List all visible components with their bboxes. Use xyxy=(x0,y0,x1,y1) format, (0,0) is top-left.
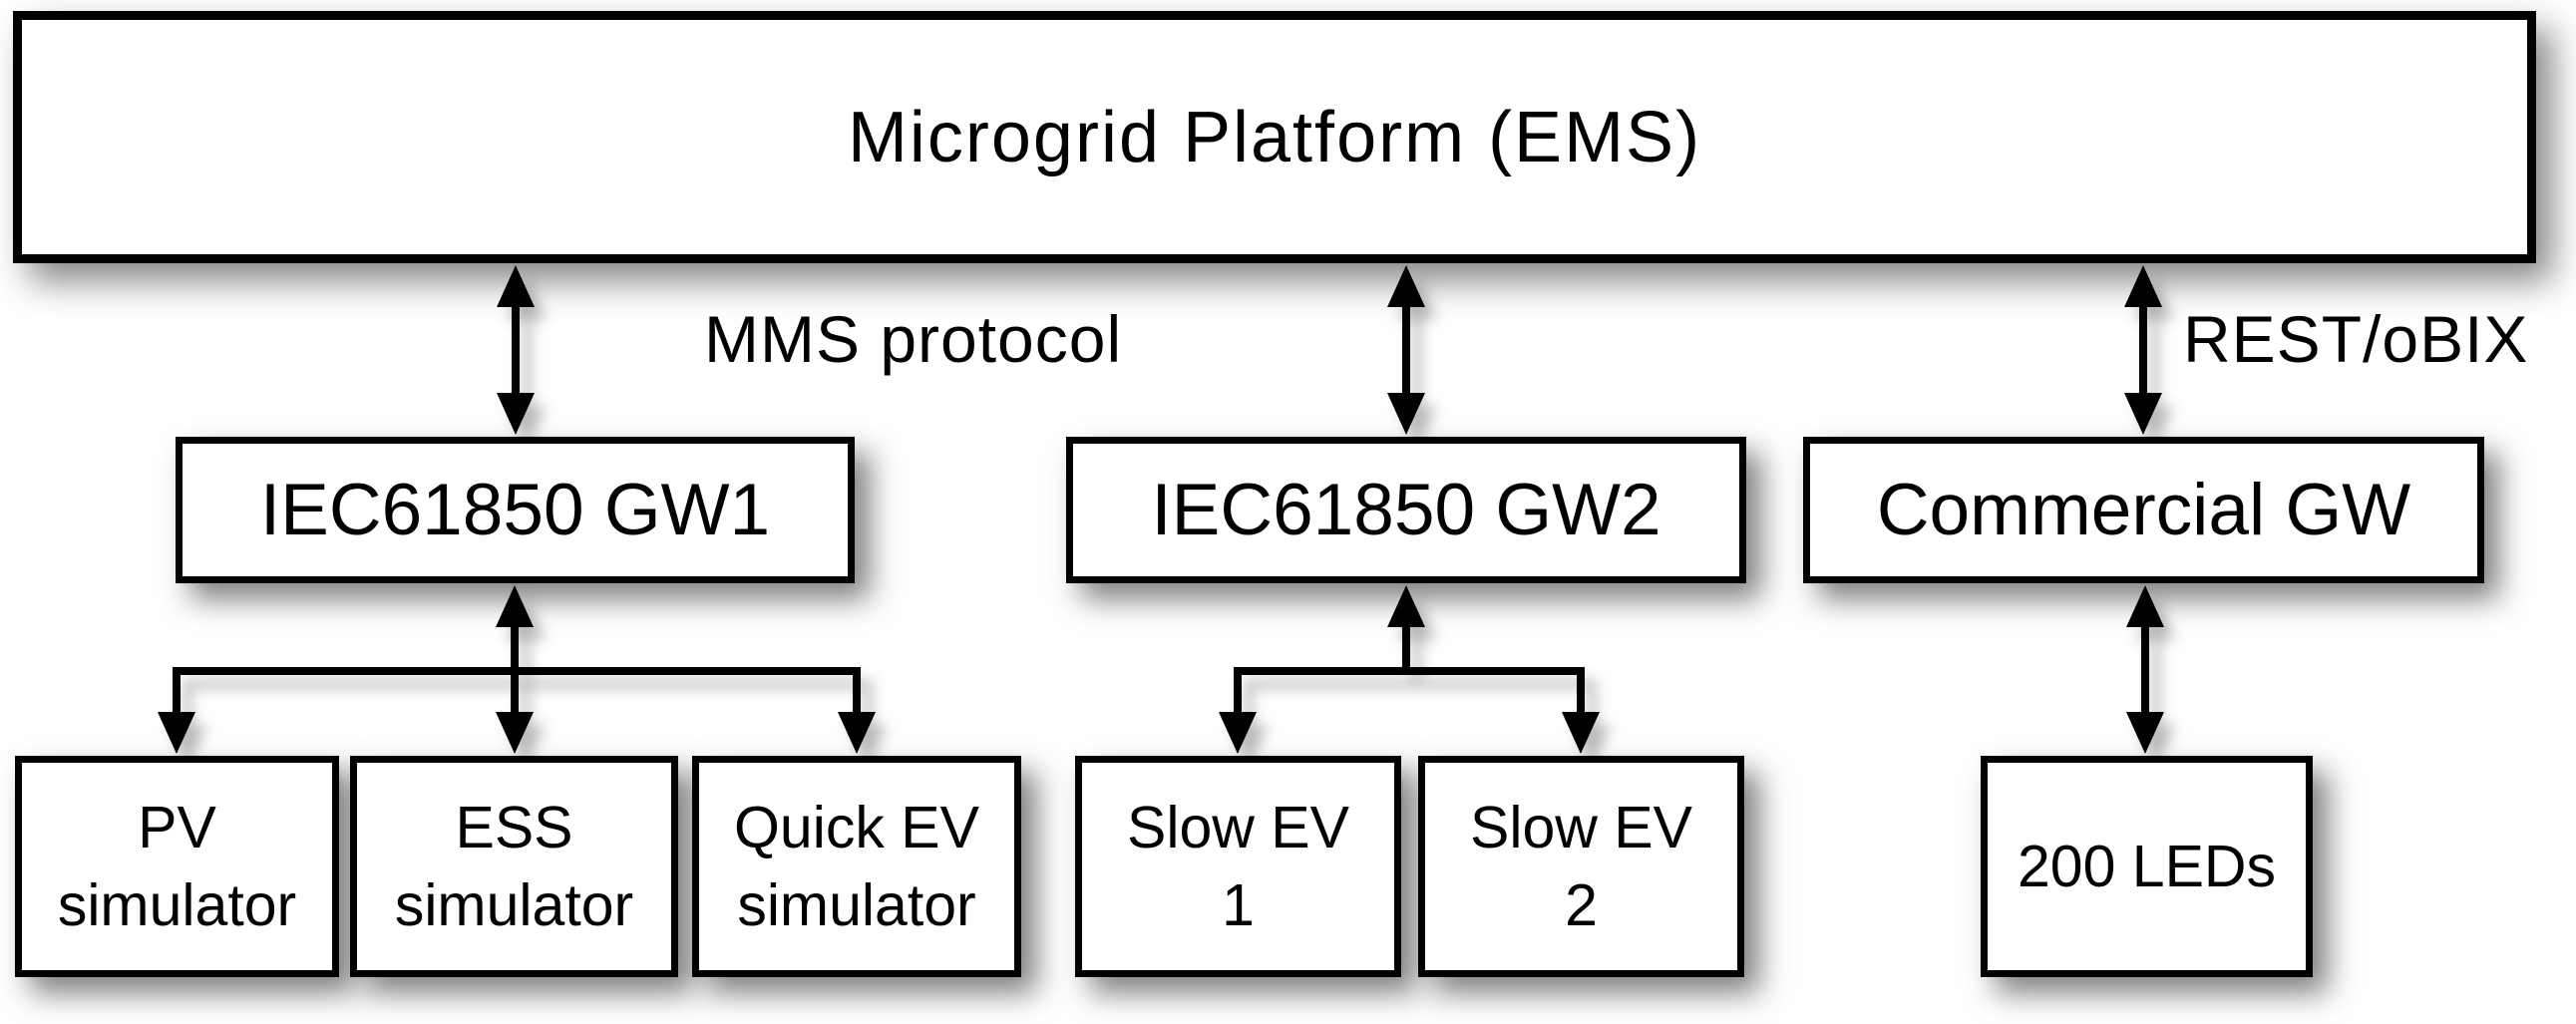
device-label-line1: ESS xyxy=(455,795,573,860)
arrow-ems-gw1 xyxy=(497,265,535,435)
node-quick-ev-simulator: Quick EV simulator xyxy=(692,756,1021,977)
node-ess-simulator: ESS simulator xyxy=(350,756,678,977)
node-slow-ev-2: Slow EV 2 xyxy=(1418,756,1744,977)
device-label-line2: simulator xyxy=(737,872,976,938)
node-gateway-gw2: IEC61850 GW2 xyxy=(1066,437,1746,583)
gateway-label: Commercial GW xyxy=(1876,470,2411,550)
device-label-line1: PV xyxy=(138,795,216,860)
device-label-line1: Slow EV xyxy=(1470,795,1692,860)
arrow-tree-gw2 xyxy=(1219,585,1600,754)
node-slow-ev-1: Slow EV 1 xyxy=(1075,756,1401,977)
arrow-ems-commercial xyxy=(2124,265,2162,435)
arrow-ems-gw2 xyxy=(1387,265,1425,435)
gateway-label: IEC61850 GW1 xyxy=(259,470,771,550)
device-label-line1: 200 LEDs xyxy=(2017,834,2277,899)
ems-title: Microgrid Platform (EMS) xyxy=(847,97,1702,177)
device-label-line2: simulator xyxy=(394,872,634,938)
device-label-line1: Quick EV xyxy=(734,795,979,860)
device-label-line2: 2 xyxy=(1565,872,1598,938)
protocol-label-mms: MMS protocol xyxy=(704,302,1123,376)
device-label-line1: Slow EV xyxy=(1127,795,1349,860)
device-label-line2: simulator xyxy=(57,872,297,938)
node-gateway-commercial: Commercial GW xyxy=(1803,437,2484,583)
arrow-tree-gw1 xyxy=(158,585,876,754)
protocol-label-rest-obix: REST/oBIX xyxy=(2183,302,2529,376)
node-ems: Microgrid Platform (EMS) xyxy=(13,11,2536,263)
node-gateway-gw1: IEC61850 GW1 xyxy=(176,437,855,583)
device-label-line2: 1 xyxy=(1222,872,1255,938)
node-200-leds: 200 LEDs xyxy=(1981,756,2313,977)
node-pv-simulator: PV simulator xyxy=(15,756,339,977)
arrow-commercial-leds xyxy=(2126,585,2164,754)
gateway-label: IEC61850 GW2 xyxy=(1151,470,1661,550)
